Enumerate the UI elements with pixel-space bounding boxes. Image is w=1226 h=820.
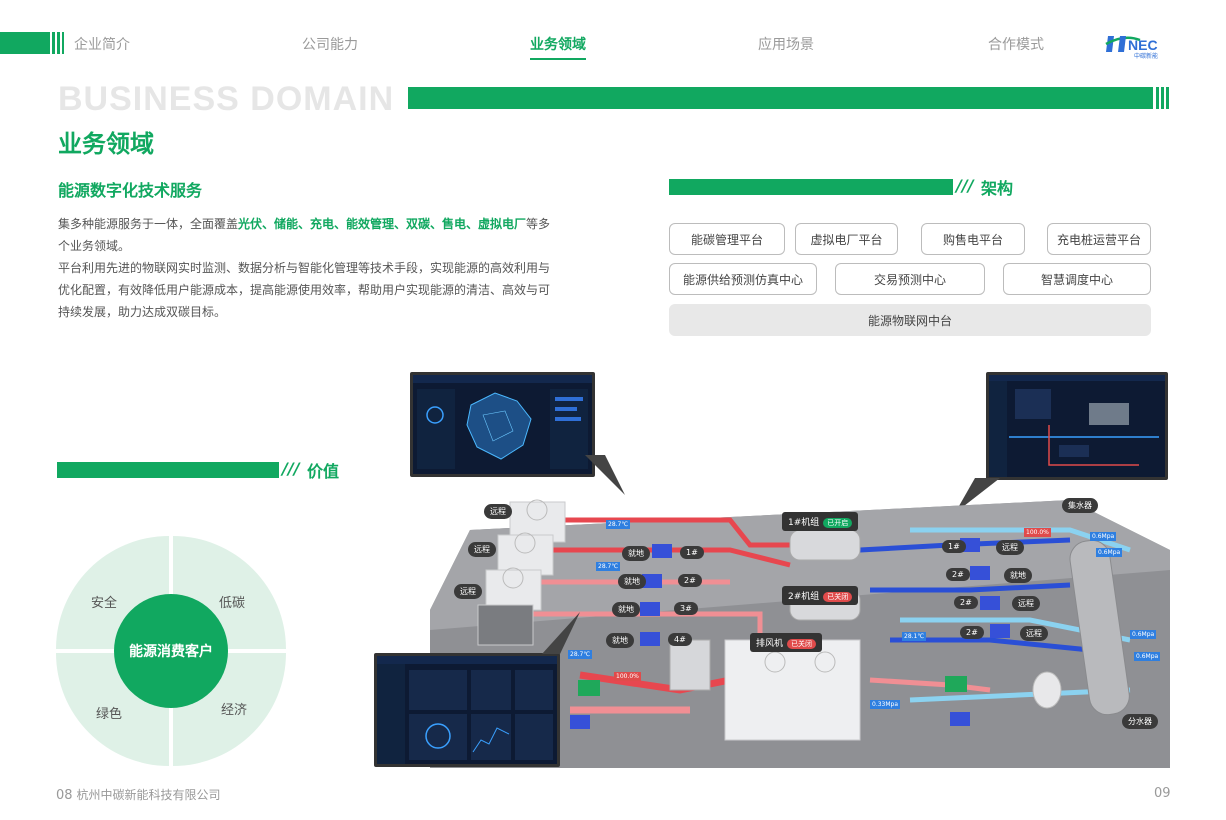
dashboard-map-screen bbox=[410, 372, 595, 477]
nav-item-scenarios[interactable]: 应用场景 bbox=[758, 37, 814, 53]
arch-dispatch-center: 智慧调度中心 bbox=[1003, 263, 1151, 295]
collector-label: 集水器 bbox=[1062, 498, 1098, 513]
arch-forecast-center: 能源供给预测仿真中心 bbox=[669, 263, 817, 295]
svg-text:中碳新能: 中碳新能 bbox=[1134, 52, 1158, 60]
nav-item-capability[interactable]: 公司能力 bbox=[302, 37, 358, 53]
nav-item-business[interactable]: 业务领域 bbox=[530, 34, 586, 60]
nav-item-cooperation[interactable]: 合作模式 bbox=[988, 37, 1044, 53]
english-title: BUSINESS DOMAIN bbox=[58, 80, 395, 118]
value-center: 能源消费客户 bbox=[114, 594, 228, 708]
dashboard-energy-screen bbox=[374, 653, 560, 767]
distributor-label: 分水器 bbox=[1122, 714, 1158, 729]
fan-label: 排风机已关闭 bbox=[750, 633, 823, 652]
arch-iot-middle-platform: 能源物联网中台 bbox=[669, 304, 1151, 336]
dashboard-hvac-screen bbox=[986, 372, 1168, 480]
intro-subtitle: 能源数字化技术服务 bbox=[58, 181, 203, 200]
value-green: 绿色 bbox=[96, 707, 123, 722]
nav-accent-bar bbox=[0, 32, 64, 54]
footer-page-number: 09 bbox=[1154, 786, 1171, 801]
value-safety: 安全 bbox=[91, 596, 118, 611]
arch-charging-platform: 充电桩运营平台 bbox=[1047, 223, 1151, 255]
page-title: 业务领域 bbox=[58, 130, 154, 158]
value-circle: 能源消费客户 安全 低碳 绿色 经济 bbox=[56, 536, 286, 766]
arch-trading-platform: 购售电平台 bbox=[921, 223, 1025, 255]
company-logo: NEC 中碳新能 bbox=[1104, 30, 1170, 60]
arch-trade-forecast-center: 交易预测中心 bbox=[835, 263, 985, 295]
value-economy: 经济 bbox=[221, 703, 248, 718]
value-heading: /// 价值 bbox=[57, 459, 357, 481]
nav-item-about[interactable]: 企业简介 bbox=[74, 37, 130, 53]
value-low-carbon: 低碳 bbox=[219, 596, 246, 611]
chiller-1-label: 1#机组已开启 bbox=[782, 512, 859, 531]
intro-paragraph: 集多种能源服务于一体，全面覆盖光伏、储能、充电、能效管理、双碳、售电、虚拟电厂等… bbox=[58, 217, 551, 319]
header-bar bbox=[408, 87, 1153, 109]
architecture-heading: /// 架构 bbox=[669, 176, 1029, 198]
hvac-system-diagram: 远程 远程 远程 就地 就地 就地 就地 1# 2# 3# 4# 1#机组已开启… bbox=[430, 490, 1170, 768]
arch-carbon-platform: 能碳管理平台 bbox=[669, 223, 785, 255]
arch-vpp-platform: 虚拟电厂平台 bbox=[795, 223, 898, 255]
svg-text:NEC: NEC bbox=[1128, 37, 1158, 53]
chiller-2-label: 2#机组已关闭 bbox=[782, 586, 859, 605]
